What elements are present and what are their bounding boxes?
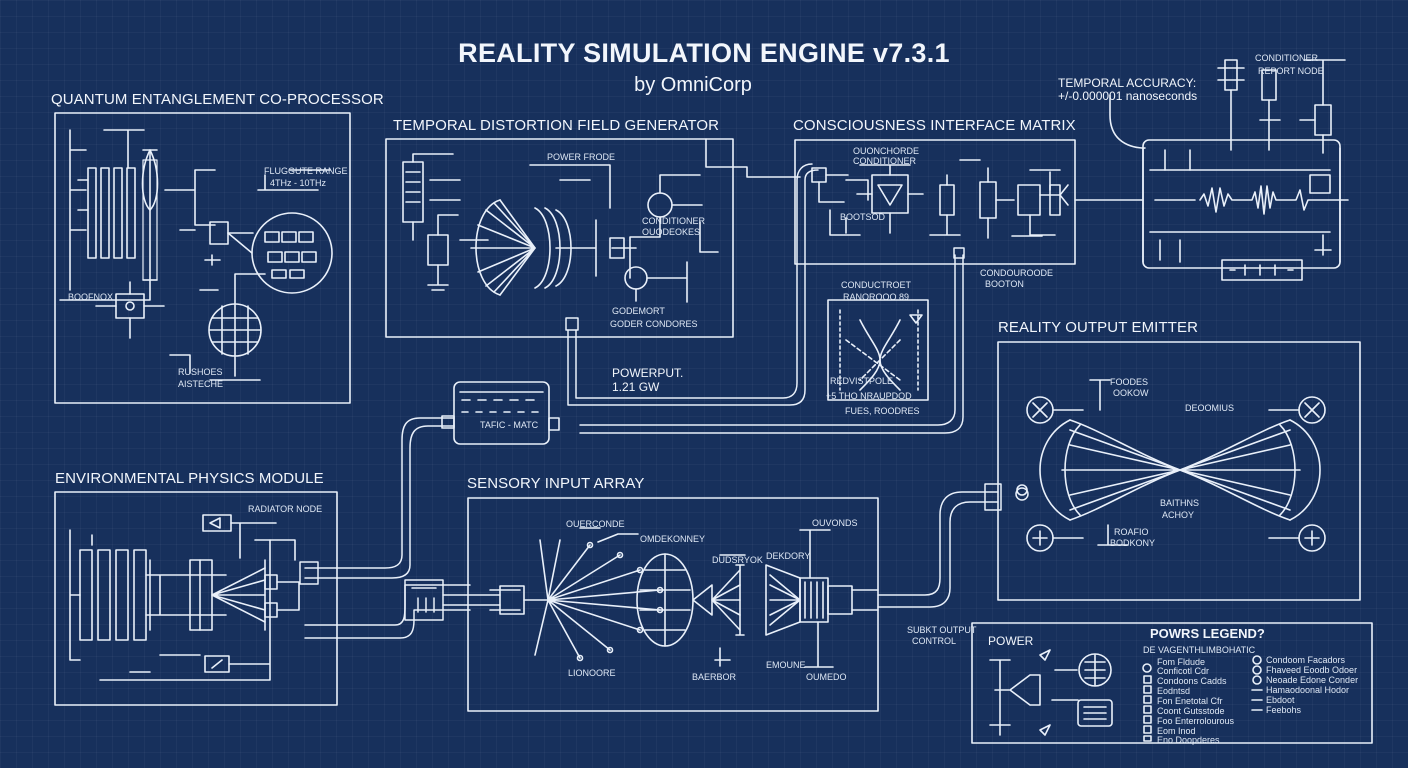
consciousness-booton-label: BOOTON bbox=[985, 279, 1024, 289]
cables bbox=[299, 163, 1144, 639]
accuracy-conditioner-label: CONDITIONER bbox=[1255, 53, 1318, 63]
temporal-module-title: TEMPORAL DISTORTION FIELD GENERATOR bbox=[393, 117, 720, 134]
quantum-rushoes-label: RUSHOES bbox=[178, 367, 223, 377]
temporal-accuracy-value: +/-0.000001 nanoseconds bbox=[1058, 89, 1198, 103]
legend-right-item-4: Hamaodoonal Hodor bbox=[1266, 685, 1350, 695]
sensory-label-9: EMOUNE bbox=[766, 660, 806, 670]
output-control-label: CONTROL bbox=[912, 636, 957, 646]
quantum-node-label: BOOFNOX bbox=[68, 292, 114, 302]
processor-bottom-label-1: REDVISTPOLE bbox=[830, 376, 894, 386]
consciousness-bootsod-label: BOOTSOD bbox=[840, 212, 886, 222]
output-achoy-label: ACHOY bbox=[1162, 510, 1195, 520]
environmental-module-title: ENVIRONMENTAL PHYSICS MODULE bbox=[55, 470, 324, 487]
output-module-title: REALITY OUTPUT EMITTER bbox=[998, 319, 1199, 336]
legend-left-item-8: Eom Inod bbox=[1157, 726, 1196, 736]
processor-bottom-label-3: FUES, ROODRES bbox=[845, 406, 920, 416]
temporal-accuracy-label: TEMPORAL ACCURACY: bbox=[1058, 76, 1197, 90]
sensory-label-4: DEKDORY bbox=[766, 551, 811, 561]
quantum-schematic bbox=[59, 129, 333, 381]
sensory-label-2: OMDEKONNEY bbox=[640, 534, 706, 544]
legend-left-item-4: Eodntsd bbox=[1157, 686, 1191, 696]
sensory-label-7: OUVONDS bbox=[812, 518, 858, 528]
consciousness-condouroode-label: CONDOUROODE bbox=[980, 268, 1054, 278]
environmental-radiator-label: RADIATOR NODE bbox=[248, 504, 323, 514]
legend-left-heading: DE VAGENTHLIMBOHATIC bbox=[1143, 645, 1256, 655]
legend-right-item-5: Ebdoot bbox=[1266, 695, 1295, 705]
processor-bottom-label-2: +5 THO NRAUPDOD bbox=[826, 391, 912, 401]
consciousness-conditioner-label: CONDITIONER bbox=[853, 156, 916, 166]
page-subtitle: by OmniCorp bbox=[634, 74, 752, 96]
central-hub bbox=[441, 381, 560, 445]
consciousness-schematic bbox=[811, 159, 1069, 239]
output-schematic bbox=[1016, 379, 1326, 552]
quantum-aisteche-label: AISTECHE bbox=[178, 379, 224, 389]
quantum-module-title: QUANTUM ENTANGLEMENT CO-PROCESSOR bbox=[51, 91, 384, 108]
legend-left-item-7: Foo Enterrolourous bbox=[1157, 716, 1235, 726]
legend-schematic bbox=[989, 649, 1263, 742]
accuracy-schematic bbox=[1109, 59, 1349, 281]
hub-label: TAFIC - MATC bbox=[480, 420, 539, 430]
temporal-conditioner-label: CONDITIONER bbox=[642, 216, 705, 226]
environmental-module-frame bbox=[54, 491, 338, 706]
output-foodes-label: FOODES bbox=[1110, 377, 1149, 387]
output-module-frame bbox=[997, 341, 1361, 601]
sensory-label-5: LIONOORE bbox=[568, 668, 616, 678]
legend-left-item-5: Fon Enetotal Cfr bbox=[1157, 696, 1223, 706]
consciousness-ouonchorde-label: OUONCHORDE bbox=[853, 146, 920, 156]
legend-right-item-6: Feebohs bbox=[1266, 705, 1302, 715]
temporal-module-frame bbox=[385, 138, 734, 338]
output-deoomius-label: DEOOMIUS bbox=[1185, 403, 1235, 413]
output-roafio-label: ROAFIO bbox=[1114, 527, 1149, 537]
sensory-label-6: BAERBOR bbox=[692, 672, 737, 682]
quantum-range-value: 4THz - 10THz bbox=[270, 178, 327, 188]
power-output-label: POWERPUT. bbox=[612, 366, 684, 380]
power-output-value: 1.21 GW bbox=[612, 380, 660, 394]
processor-top-label-1: CONDUCTROET bbox=[841, 280, 911, 290]
quantum-module-frame bbox=[54, 112, 351, 404]
output-ookow-label: OOKOW bbox=[1113, 388, 1149, 398]
sensory-label-3: DUDSRYOK bbox=[712, 555, 763, 565]
legend-right-item-2: Fhaveed Eoodb Odoer bbox=[1266, 665, 1358, 675]
output-bodkony-label: BODKONY bbox=[1110, 538, 1156, 548]
legend-left-item-2: Conficotl Cdr bbox=[1157, 666, 1210, 676]
legend-frame bbox=[971, 622, 1373, 744]
accuracy-report-label: REPORT NODE bbox=[1258, 66, 1324, 76]
temporal-godemort-label: GODEMORT bbox=[612, 306, 665, 316]
temporal-condores-label: GODER CONDORES bbox=[610, 319, 698, 329]
legend-title: POWRS LEGEND? bbox=[1150, 626, 1265, 641]
legend-power-label: POWER bbox=[988, 634, 1034, 648]
legend-left-item-9: Eno Doopderes bbox=[1157, 735, 1220, 745]
sensory-module-title: SENSORY INPUT ARRAY bbox=[467, 475, 645, 492]
temporal-schematic bbox=[402, 138, 801, 303]
environmental-schematic bbox=[69, 514, 300, 681]
consciousness-module-frame bbox=[794, 139, 1076, 265]
legend-left-item-3: Condoons Cadds bbox=[1157, 676, 1227, 686]
consciousness-module-title: CONSCIOUSNESS INTERFACE MATRIX bbox=[793, 117, 1076, 134]
center-processor bbox=[827, 299, 929, 401]
legend-left-item-1: Fom Fldude bbox=[1157, 657, 1206, 667]
page-title: REALITY SIMULATION ENGINE v7.3.1 bbox=[458, 38, 950, 68]
sensory-schematic bbox=[489, 527, 879, 668]
processor-top-label-2: RANOROOO 89 bbox=[843, 292, 910, 302]
quantum-range-label: FLUGGUTE RANGE bbox=[264, 166, 348, 176]
legend-right-item-3: Neoade Edone Conder bbox=[1266, 675, 1359, 685]
output-baithns-label: BAITHNS bbox=[1160, 498, 1200, 508]
sensory-label-8: OUMEDO bbox=[806, 672, 847, 682]
temporal-ouodeokes-label: OUODEOKES bbox=[642, 227, 701, 237]
legend-right-item-1: Condoom Facadors bbox=[1266, 655, 1346, 665]
temporal-power-label: POWER FRODE bbox=[547, 152, 616, 162]
output-subkt-label: SUBKT OUTPUT bbox=[907, 625, 977, 635]
sensory-label-1: OUERCONDE bbox=[566, 519, 625, 529]
legend-left-item-6: Coont Gutsstode bbox=[1157, 706, 1225, 716]
